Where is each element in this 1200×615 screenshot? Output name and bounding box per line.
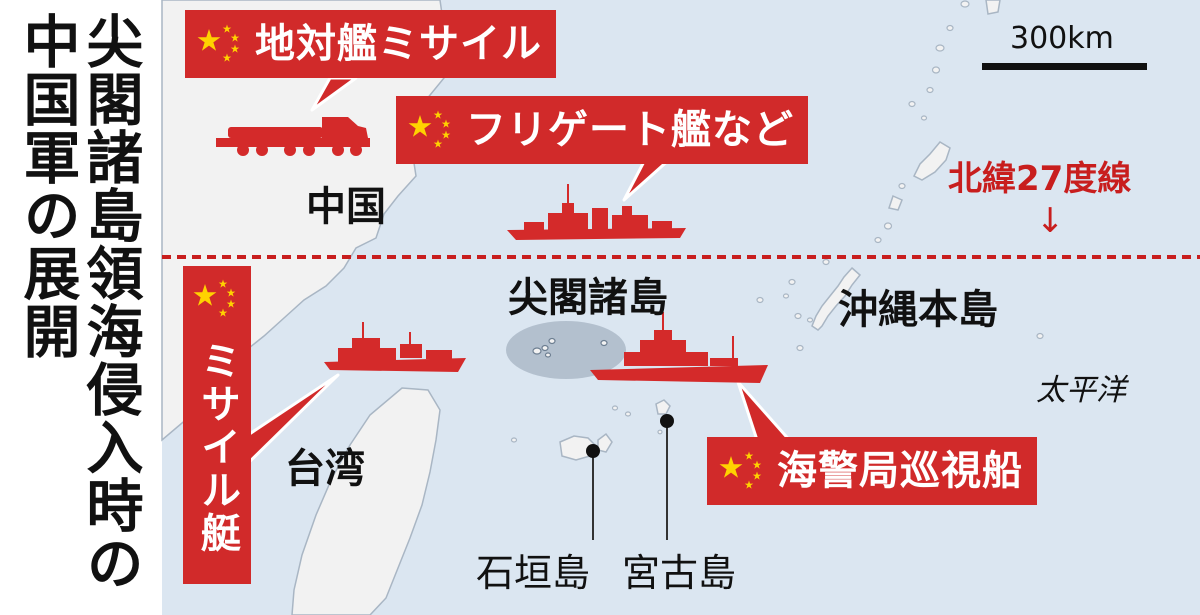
- china-flag-icon: [193, 279, 236, 317]
- tokunoshima-island: [888, 194, 903, 211]
- miyako-marker: [660, 414, 674, 428]
- page-title-line2: 中国軍の展開: [14, 12, 80, 360]
- frigates-label: フリゲート艦など: [466, 107, 794, 153]
- coast-guard-label: 海警局巡視船: [777, 448, 1023, 494]
- latitude-label: 北緯27度線: [948, 159, 1132, 199]
- miyako-label: 宮古島: [622, 551, 737, 595]
- senkaku-label: 尖閣諸島: [508, 275, 668, 321]
- china-flag-icon: [197, 24, 240, 62]
- ishigaki-marker: [586, 444, 600, 458]
- islet-ne: [985, 0, 1001, 15]
- miyako-island: [655, 399, 671, 415]
- taiwan-label: 台湾: [285, 446, 365, 492]
- senkaku-highlight: [506, 321, 626, 379]
- missile-boat-icon: [324, 322, 466, 372]
- senkaku-islets: [532, 337, 608, 358]
- amami-island: [912, 141, 951, 181]
- okinawa-label: 沖縄本島: [838, 287, 998, 333]
- missile-launcher-icon: [216, 117, 370, 156]
- small-islets: [510, 0, 1044, 443]
- scale-label: 300km: [1010, 21, 1114, 56]
- title-panel: [0, 0, 162, 615]
- missile-boat-label: ミサイル艇: [194, 340, 240, 555]
- taiwan-island: [291, 387, 441, 615]
- anti-ship-missile-label: 地対艦ミサイル: [255, 21, 542, 67]
- china-label: 中国: [306, 184, 386, 230]
- anti-ship-missile-banner: 地対艦ミサイル: [185, 10, 556, 78]
- coast-guard-banner: 海警局巡視船: [707, 437, 1037, 505]
- china-flag-icon: [719, 451, 762, 489]
- missile-callout-pointer: [310, 76, 358, 112]
- ishigaki-label: 石垣島: [476, 551, 591, 595]
- frigate-icon: [507, 184, 686, 240]
- china-flag-icon: [408, 110, 451, 148]
- page-title: 尖閣諸島領海侵入時の: [77, 12, 143, 592]
- down-arrow-icon: ↓: [1036, 201, 1065, 241]
- frigates-banner: フリゲート艦など: [396, 96, 808, 164]
- okinawa-island: [811, 266, 862, 331]
- coast-guard-ship-icon: [590, 312, 768, 383]
- pacific-label: 太平洋: [1036, 373, 1126, 408]
- missile-boat-banner: ミサイル艇: [183, 266, 251, 584]
- scale-bar: [982, 63, 1147, 70]
